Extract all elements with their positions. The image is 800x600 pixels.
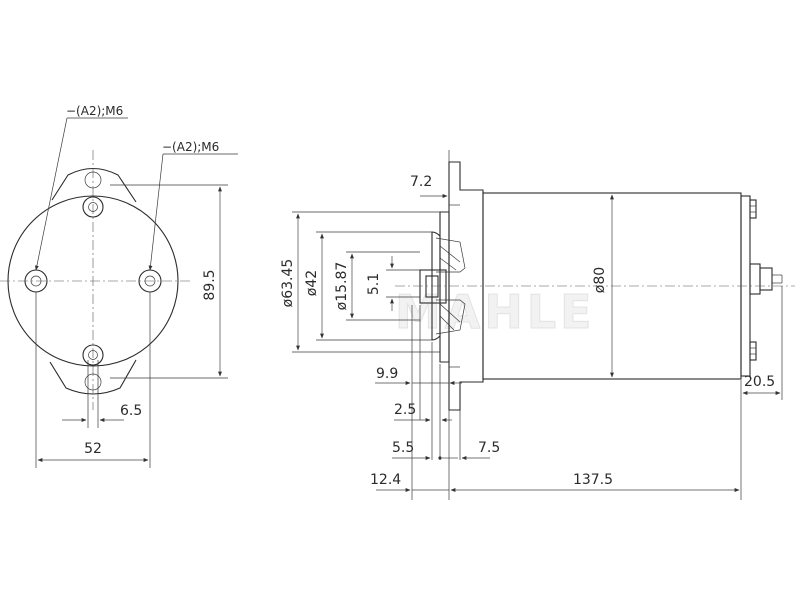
watermark-logo: MAHLE (395, 285, 596, 339)
dim-body-dia: ø80 (592, 267, 608, 293)
mounting-flange (448, 161, 484, 411)
side-view: 7.2 ø63.45 ø42 ø15.87 5.1 ø80 (280, 150, 795, 500)
dim-12-4: 12.4 (370, 472, 401, 488)
rear-stud-top (749, 199, 757, 219)
output-shaft (419, 269, 447, 304)
callout-right-terminal: −(A2);M6 (162, 140, 219, 154)
dim-height: 89.5 (202, 269, 218, 300)
dim-2-5: 2.5 (394, 402, 416, 418)
dim-dia-15: ø15.87 (334, 262, 350, 311)
dim-5-5: 5.5 (392, 440, 414, 456)
dim-20-5: 20.5 (744, 374, 775, 390)
dim-9-9: 9.9 (376, 366, 398, 382)
front-view: −(A2);M6 −(A2);M6 89.5 6.5 52 (0, 104, 238, 468)
bearing (435, 237, 466, 335)
dim-137-5: 137.5 (573, 472, 613, 488)
dim-hole-offset: 6.5 (120, 403, 142, 419)
dim-width: 52 (84, 441, 102, 457)
dim-5-1: 5.1 (366, 273, 382, 295)
rear-stud-bottom (749, 341, 757, 361)
dim-dia-63: ø63.45 (280, 259, 296, 308)
dim-flange: 7.2 (410, 174, 432, 190)
callout-left-terminal: −(A2);M6 (66, 104, 123, 118)
dim-7-5: 7.5 (478, 440, 500, 456)
rear-terminal-center (749, 263, 783, 295)
dim-dia-42: ø42 (304, 270, 320, 296)
